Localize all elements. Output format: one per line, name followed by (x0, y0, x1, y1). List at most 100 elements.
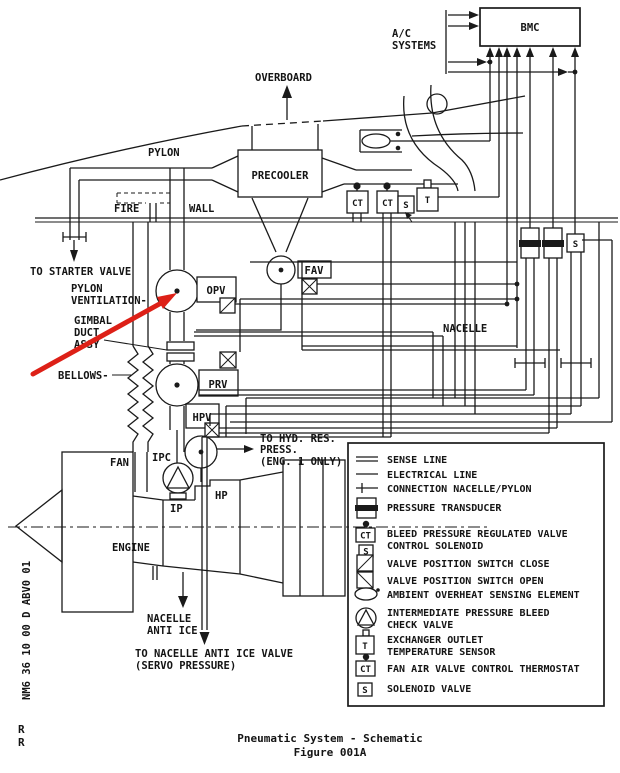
legend-item-1: ELECTRICAL LINE (387, 470, 477, 481)
hyd-res-note: TO HYD. RES. PRESS. (ENG. 1 ONLY) (260, 433, 342, 468)
fan-air-thermostat-symbol: CT (355, 653, 376, 677)
ambient-overheat-element (361, 133, 391, 149)
legend-item-9b: TEMPERATURE SENSOR (387, 647, 496, 658)
legend-item-11: SOLENOID VALVE (387, 684, 471, 695)
bellows-label: BELLOWS- (58, 370, 109, 382)
fav-box (297, 260, 332, 279)
legend-s-label-2: S (362, 686, 367, 696)
pylon-nacelle-boundary (35, 217, 618, 223)
solenoid-valve-label: S (573, 240, 578, 250)
legend-ct-label-1: CT (360, 532, 371, 542)
fire-label: FIRE (114, 203, 139, 215)
nacelle-anti-ice-label-1: NACELLE (147, 613, 191, 625)
to-hyd-label-1: TO HYD. RES. (260, 433, 336, 445)
legend: CT S T CT S SE (347, 442, 605, 707)
legend-item-7: AMBIENT OVERHEAT SENSING ELEMENT (387, 590, 580, 601)
t-label: T (425, 196, 431, 206)
to-starter-valve-label: TO STARTER VALVE (30, 266, 131, 278)
to-hyd-label-2: PRESS. (260, 444, 298, 456)
legend-item-3: PRESSURE TRANSDUCER (387, 503, 502, 514)
to-nacelle-valve-label-2: (SERVO PRESSURE) (135, 660, 236, 672)
pylon-ventilation-label-1: PYLON (71, 283, 103, 295)
temp-sensor-symbol: T (355, 629, 375, 655)
connection-tick-1 (514, 358, 546, 368)
figure-caption: Pneumatic System - Schematic (237, 732, 422, 745)
gimbal-label-2: DUCT (74, 327, 99, 339)
switch-open-symbol (356, 571, 374, 589)
ac-systems-label-1: A/C (392, 28, 411, 40)
pylon-ventilation-intake (116, 192, 171, 222)
revision-mark-1: R (18, 723, 25, 736)
s-small-label: S (403, 201, 408, 211)
overboard-label: OVERBOARD (255, 72, 312, 84)
spinner (14, 488, 63, 564)
prv-box (198, 369, 239, 397)
fan-case (61, 451, 134, 613)
legend-item-9a: EXCHANGER OUTLET (387, 635, 483, 646)
legend-labels: SENSE LINE ELECTRICAL LINE CONNECTION NA… (387, 455, 580, 695)
legend-item-0: SENSE LINE (387, 455, 447, 466)
overboard-area: OVERBOARD (251, 72, 319, 150)
to-nacelle-valve-label-1: TO NACELLE ANTI ICE VALVE (135, 648, 293, 660)
bmc-box (479, 7, 581, 47)
figure-number: Figure 001A (294, 746, 367, 759)
bmc-label: BMC (521, 22, 540, 34)
turbine-case (282, 459, 346, 597)
legend-item-4a: BLEED PRESSURE REGULATED VALVE (387, 529, 568, 540)
connection-symbol (356, 483, 378, 493)
ct-2-label: CT (382, 199, 393, 209)
ct-1-label: CT (352, 199, 363, 209)
legend-ct-label-2: CT (360, 665, 371, 675)
connection-tick-2 (560, 358, 592, 368)
ac-systems-label-2: SYSTEMS (392, 40, 436, 52)
pylon-area: PYLON PRECOOLER FIRE WALL (69, 147, 458, 253)
legend-t-label: T (362, 642, 368, 652)
engine-area: FAN IP HP ENGINE (8, 451, 490, 613)
check-valve-symbol (355, 607, 377, 629)
ct-thermostat-1 (346, 190, 369, 214)
fan-label: FAN (110, 457, 129, 469)
gimbal-duct-assy (166, 341, 195, 362)
bmc-area: BMC A/C SYSTEMS (392, 7, 581, 348)
sensor-cluster: CT CT S T (346, 129, 499, 437)
engine-label: ENGINE (112, 542, 150, 554)
annotation-arrow (30, 293, 177, 377)
bellows-duct (126, 222, 155, 492)
pylon-ventilation-label-2: VENTILATION- (71, 295, 147, 307)
nacelle-area: NACELLE (194, 261, 560, 406)
hp-label: HP (215, 490, 228, 502)
gimbal-label-1: GIMBAL (74, 315, 112, 327)
fav-label: FAV (305, 265, 325, 277)
starter-valve-branch: TO STARTER VALVE (30, 232, 131, 278)
switch-close-symbol (356, 554, 374, 572)
legend-item-2: CONNECTION NACELLE/PYLON (387, 484, 532, 495)
nacelle-anti-ice-label-2: ANTI ICE (147, 625, 198, 637)
line-bundle (202, 222, 613, 438)
annotation-arrowhead (157, 293, 177, 309)
main-bleed-duct: OPV PRV HPV IPC (152, 168, 254, 500)
pressure-transducer-symbol (355, 497, 378, 519)
revision-mark-2: R (18, 736, 25, 749)
legend-symbols: CT S T CT S (354, 456, 380, 697)
temperature-sensor-box (416, 187, 439, 212)
doc-code: NM6 36 10 00 D ABV0 01 (21, 561, 33, 700)
ipc-label: IPC (152, 452, 171, 464)
legend-item-10: FAN AIR VALVE CONTROL THERMOSTAT (387, 664, 580, 675)
solenoid-valve-symbol: S (357, 682, 373, 697)
opv-label: OPV (207, 285, 227, 297)
hpv-label: HPV (193, 412, 213, 424)
legend-item-8b: CHECK VALVE (387, 620, 453, 631)
transducer-area: S (514, 227, 592, 433)
legend-item-5: VALVE POSITION SWITCH CLOSE (387, 559, 550, 570)
legend-item-4b: CONTROL SOLENOID (387, 541, 483, 552)
sense-line-symbol (356, 456, 378, 462)
fav-area: FAV (196, 255, 332, 331)
pylon-label: PYLON (148, 147, 180, 159)
legend-item-6: VALVE POSITION SWITCH OPEN (387, 576, 544, 587)
bleed-valve-solenoid-symbol: CT S (355, 520, 376, 558)
bmc-input-lines (486, 47, 579, 348)
footer: NM6 36 10 00 D ABV0 01 R R Pneumatic Sys… (18, 561, 423, 759)
wall-label: WALL (189, 203, 214, 215)
